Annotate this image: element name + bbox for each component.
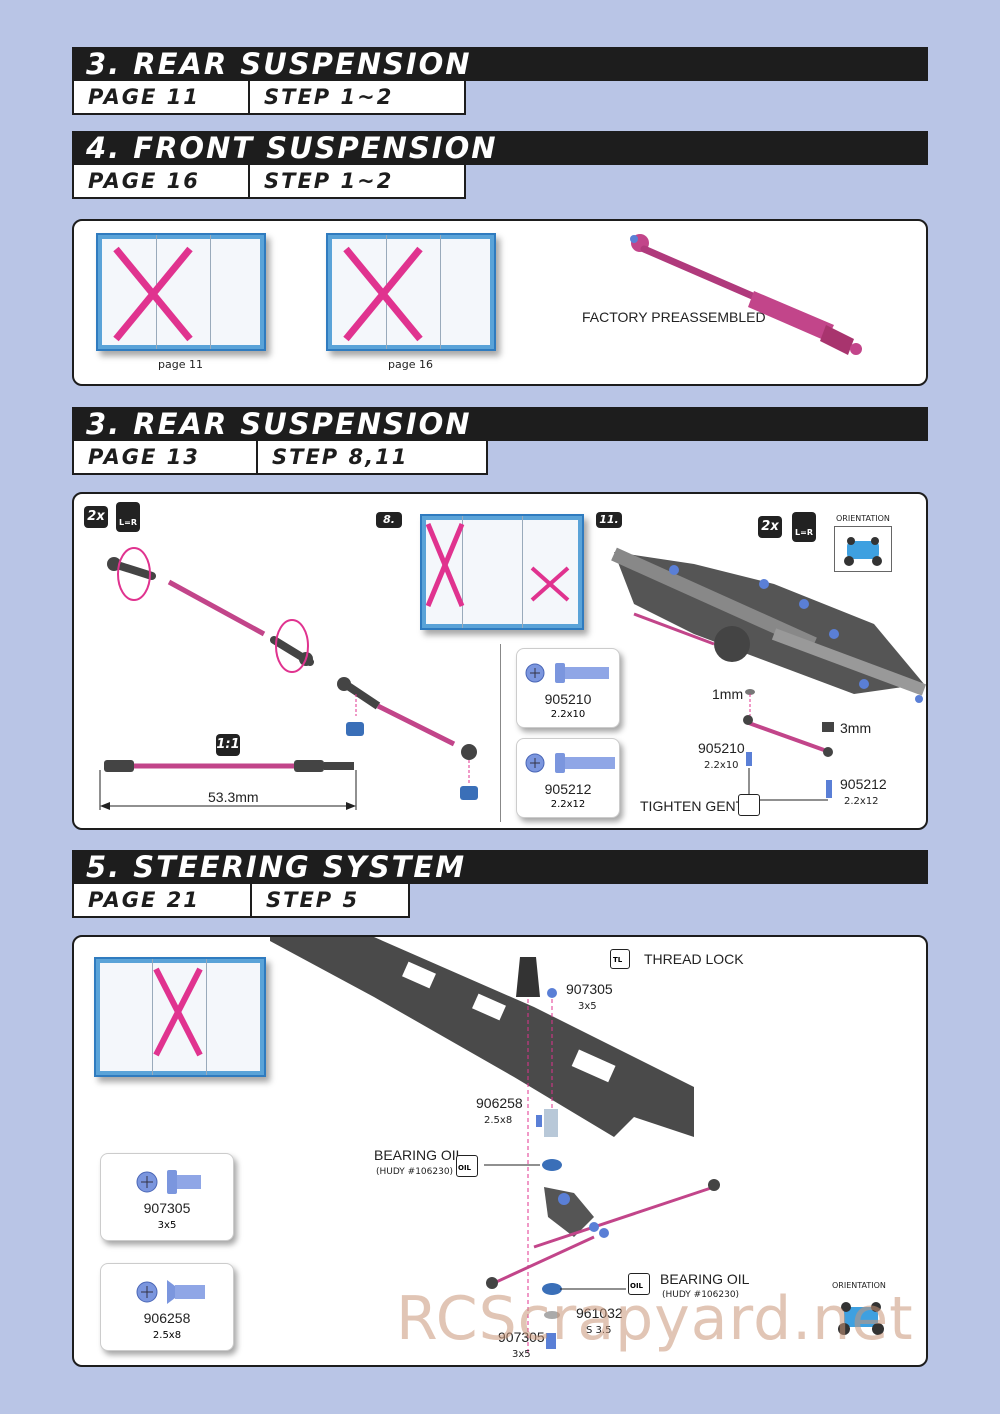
part-number: 907305: [498, 1329, 545, 1345]
section-header-front-suspension: 4. FRONT SUSPENSION: [72, 131, 928, 165]
screw-card-906258: 906258 2.5x8: [100, 1263, 234, 1351]
steering-assembly-illustration: [270, 937, 720, 1355]
panel-preassembled: page 11 page 16 FACTORY PREASSEMBLED: [72, 219, 928, 386]
part-size: 2.5x8: [484, 1115, 513, 1126]
part-size: S 3.5: [586, 1325, 612, 1336]
part-size: 3x5: [578, 1001, 597, 1012]
thumbnail-page-16: [326, 233, 496, 351]
left-right-badge: L=R: [792, 512, 816, 542]
bearing-oil-label: BEARING OIL: [374, 1147, 464, 1163]
step-ref: STEP 5: [252, 884, 410, 918]
cross-out-icon: [343, 246, 423, 342]
car-icon: [838, 1302, 884, 1335]
step-ref: STEP 1~2: [250, 165, 466, 199]
cross-out-icon: [153, 967, 203, 1057]
part-number: 907305: [143, 1200, 191, 1216]
panel-steering: TL THREAD LOCK 907305 3x5 906258 2.5x8 B…: [72, 935, 928, 1367]
factory-preassembled-label: FACTORY PREASSEMBLED: [582, 309, 766, 325]
shim-3mm-label: 3mm: [840, 720, 872, 736]
section-header-rear-suspension-1: 3. REAR SUSPENSION: [72, 47, 928, 81]
step-ref: STEP 8,11: [258, 441, 488, 475]
orientation-box: [830, 1293, 892, 1341]
part-size: 3x5: [157, 1220, 177, 1231]
panel-rear-linkage: 2x L=R 1:1 53.3mm 8. 905210: [72, 492, 928, 830]
thumbnail-step-8: [420, 514, 584, 630]
thumbnail-page-11: [96, 233, 266, 351]
cross-out-icon: [425, 523, 570, 607]
rear-axle-illustration: [611, 547, 926, 801]
threadlock-label: THREAD LOCK: [644, 951, 744, 967]
screw-icon: [525, 663, 609, 683]
section-subheader-3: PAGE 13 STEP 8,11: [72, 441, 488, 475]
shim-1mm-label: 1mm: [712, 686, 744, 702]
step-8-badge: 8.: [376, 512, 402, 528]
part-number: 906258: [143, 1310, 191, 1326]
page-ref: PAGE 11: [72, 81, 250, 115]
orientation-label: ORIENTATION: [832, 1281, 886, 1290]
step-11-badge: 11.: [596, 512, 622, 528]
linkage-assembly-illustration: [99, 547, 478, 810]
screw-icon: [136, 1170, 201, 1194]
quantity-badge: 2x: [84, 506, 108, 528]
length-dimension: 53.3mm: [208, 789, 259, 805]
tighten-gently-label: TIGHTEN GENTLY: [640, 798, 761, 814]
section-subheader-2: PAGE 16 STEP 1~2: [72, 165, 466, 199]
watermark: RCScrapyard.net: [396, 1284, 914, 1354]
section-subheader-1: PAGE 11 STEP 1~2: [72, 81, 466, 115]
part-number: 905210: [544, 691, 592, 707]
page-ref: PAGE 21: [72, 884, 252, 918]
bearing-oil-label: BEARING OIL: [660, 1271, 750, 1287]
callout-part-number: 905210: [698, 740, 745, 756]
divider: [500, 644, 501, 822]
part-number: 906258: [476, 1095, 523, 1111]
oil-icon: OIL: [628, 1273, 650, 1295]
orientation-box: [834, 526, 892, 572]
thumbnail-caption: page 11: [158, 358, 203, 371]
bearing-oil-ref: (HUDY #106230): [662, 1290, 740, 1300]
part-number: 961032: [576, 1305, 623, 1321]
quantity-badge: 2x: [758, 516, 782, 538]
part-size: 2.5x8: [152, 1330, 182, 1341]
screw-card-905212: 905212 2.2x12: [516, 738, 620, 818]
part-size: 3x5: [512, 1349, 531, 1360]
section-header-rear-suspension-2: 3. REAR SUSPENSION: [72, 407, 928, 441]
thumbnail-caption: page 16: [388, 358, 433, 371]
screw-icon: [525, 753, 615, 773]
screw-card-905210: 905210 2.2x10: [516, 648, 620, 728]
left-right-badge: L=R: [116, 502, 140, 532]
orientation-label: ORIENTATION: [836, 514, 890, 523]
car-icon: [844, 537, 882, 566]
bearing-oil-ref: (HUDY #106230): [376, 1167, 454, 1177]
step-ref: STEP 1~2: [250, 81, 466, 115]
callout-part-size: 2.2x12: [844, 796, 879, 807]
screw-card-907305: 907305 3x5: [100, 1153, 234, 1241]
screw-icon: [136, 1280, 205, 1304]
part-size: 2.2x10: [550, 709, 586, 720]
part-size: 2.2x12: [550, 799, 586, 810]
part-number: 905212: [544, 781, 592, 797]
section-header-steering-system: 5. STEERING SYSTEM: [72, 850, 928, 884]
page-ref: PAGE 13: [72, 441, 258, 475]
scale-badge: 1:1: [216, 734, 240, 756]
oil-icon: OIL: [456, 1155, 478, 1177]
driveshaft-illustration: [630, 234, 862, 355]
tighten-icon: [738, 794, 760, 816]
thumbnail-page-21: [94, 957, 266, 1077]
callout-part-size: 2.2x10: [704, 760, 739, 771]
callout-part-number: 905212: [840, 776, 887, 792]
cross-out-icon: [113, 246, 193, 342]
section-subheader-4: PAGE 21 STEP 5: [72, 884, 410, 918]
page-ref: PAGE 16: [72, 165, 250, 199]
threadlock-icon: TL: [610, 949, 630, 969]
part-number: 907305: [566, 981, 613, 997]
